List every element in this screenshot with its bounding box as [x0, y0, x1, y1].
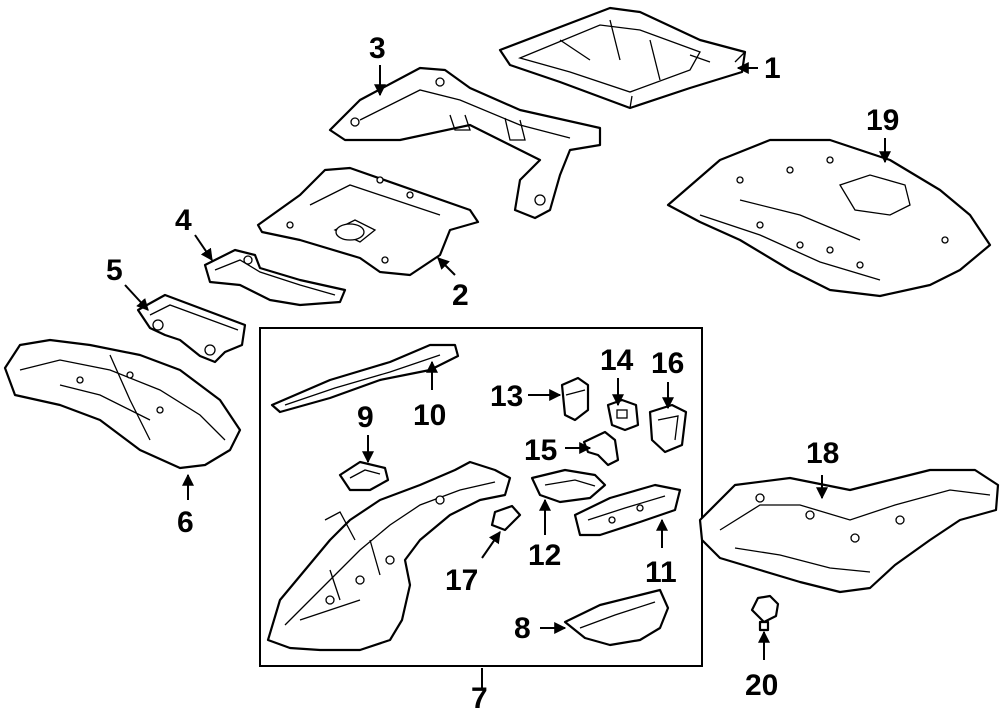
part-12-bracket[interactable]: [530, 468, 607, 504]
callout-8: 8: [514, 612, 531, 645]
assembly-7-frame: [259, 327, 703, 667]
callout-3: 3: [369, 32, 386, 65]
callout-17: 17: [445, 564, 478, 597]
callout-9: 9: [357, 401, 374, 434]
part-1-rear-floor-pan[interactable]: [498, 6, 747, 110]
part-19-rear-floor-panel[interactable]: [666, 138, 992, 298]
part-2-floor-panel[interactable]: [256, 166, 480, 277]
part-5-crossmember[interactable]: [136, 293, 247, 364]
callout-20: 20: [745, 669, 778, 702]
part-7-frame-rail[interactable]: [266, 460, 512, 652]
callout-11: 11: [645, 556, 677, 589]
part-11-extension[interactable]: [573, 483, 682, 537]
callout-15: 15: [524, 434, 557, 467]
callout-19: 19: [866, 104, 899, 137]
part-20-clip[interactable]: [750, 594, 780, 632]
part-10-side-rail[interactable]: [270, 343, 460, 414]
callout-7: 7: [471, 682, 488, 715]
callout-12: 12: [528, 539, 561, 572]
callout-numbers: 1 2 3 4 5 6 7 8 9 10 11 12 13 14 15 16 1…: [106, 32, 899, 715]
part-8-floor-extension[interactable]: [563, 588, 670, 647]
leader-lines: [124, 62, 891, 690]
callout-1: 1: [764, 52, 781, 85]
part-9-bracket[interactable]: [338, 460, 390, 492]
callout-13: 13: [490, 380, 523, 413]
part-17-reinforcement[interactable]: [490, 504, 522, 532]
part-13-bracket[interactable]: [560, 376, 590, 422]
callout-18: 18: [806, 437, 839, 470]
part-6-front-floor-pan[interactable]: [3, 338, 242, 470]
part-18-rear-panel[interactable]: [698, 468, 1000, 594]
callout-14: 14: [600, 344, 634, 377]
part-14-bracket[interactable]: [606, 398, 640, 432]
callout-10: 10: [413, 399, 446, 432]
part-16-bracket[interactable]: [648, 403, 688, 454]
callout-2: 2: [452, 279, 469, 312]
callout-16: 16: [651, 347, 684, 380]
callout-5: 5: [106, 254, 123, 287]
part-3-rear-crossmember[interactable]: [328, 66, 602, 220]
callout-4: 4: [175, 204, 192, 237]
callout-6: 6: [177, 506, 194, 539]
part-4-bracket[interactable]: [203, 248, 347, 307]
